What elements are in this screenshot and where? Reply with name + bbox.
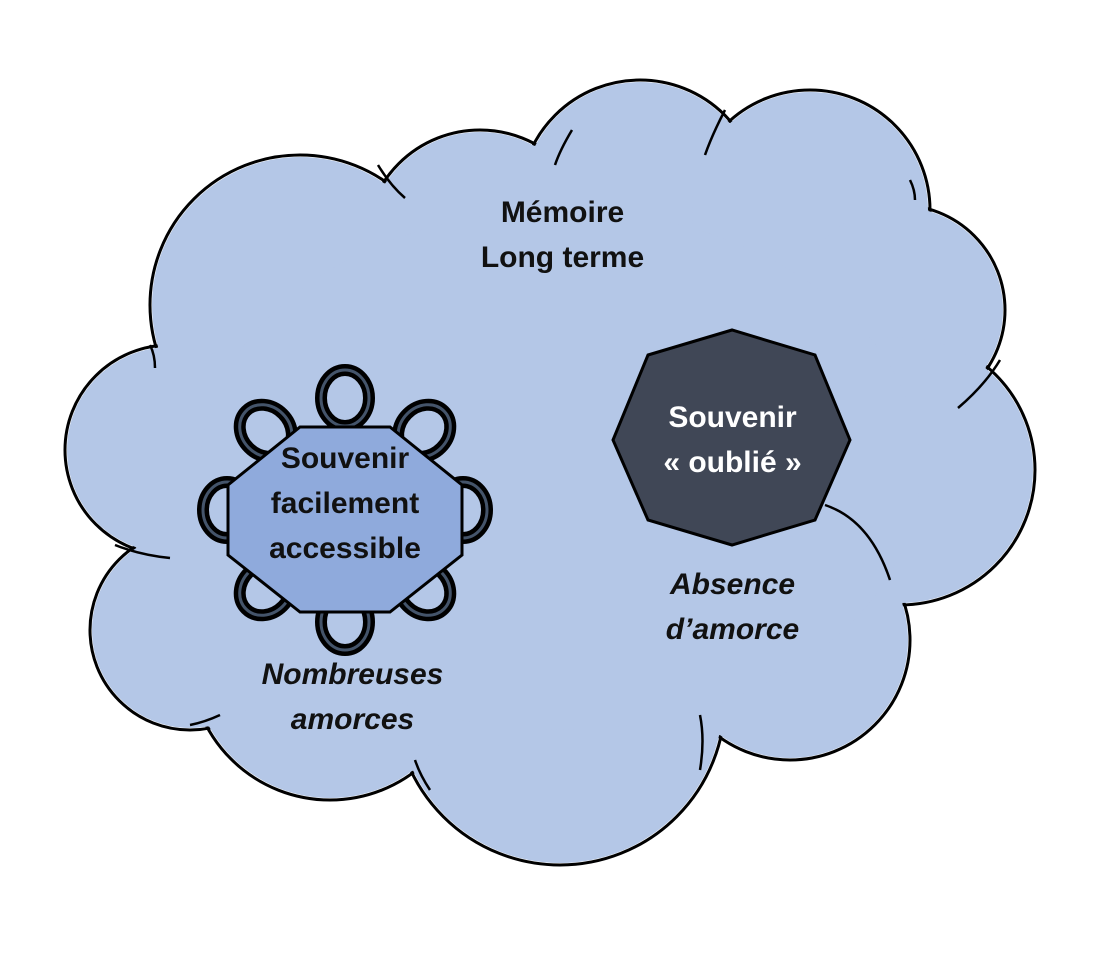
accessible-memory-octagon xyxy=(226,425,464,614)
forgotten-memory-caption: Absence d’amorce xyxy=(620,562,845,652)
forgotten-memory-caption-line1: Absence xyxy=(669,568,796,601)
accessible-memory-node xyxy=(197,364,493,656)
forgotten-memory-line2: « oublié » xyxy=(663,446,802,479)
accessible-memory-line3: accessible xyxy=(269,532,421,565)
accessible-memory-caption-line1: Nombreuses xyxy=(261,658,444,691)
cloud-title-line2: Long terme xyxy=(480,241,645,274)
forgotten-memory-caption-line2: d’amorce xyxy=(665,613,800,646)
accessible-memory-caption: Nombreuses amorces xyxy=(225,652,480,742)
accessible-memory-line1: Souvenir xyxy=(280,442,410,475)
cloud-title: Mémoire Long terme xyxy=(440,190,685,280)
cloud-title-line1: Mémoire xyxy=(500,196,625,229)
forgotten-memory-line1: Souvenir xyxy=(668,401,797,434)
accessible-memory-line2: facilement xyxy=(270,487,420,520)
forgotten-memory-octagon xyxy=(611,328,852,547)
forgotten-memory-label: Souvenir « oublié » xyxy=(620,395,845,485)
accessible-memory-label: Souvenir facilement accessible xyxy=(230,436,460,571)
accessible-memory-caption-line2: amorces xyxy=(290,703,415,736)
